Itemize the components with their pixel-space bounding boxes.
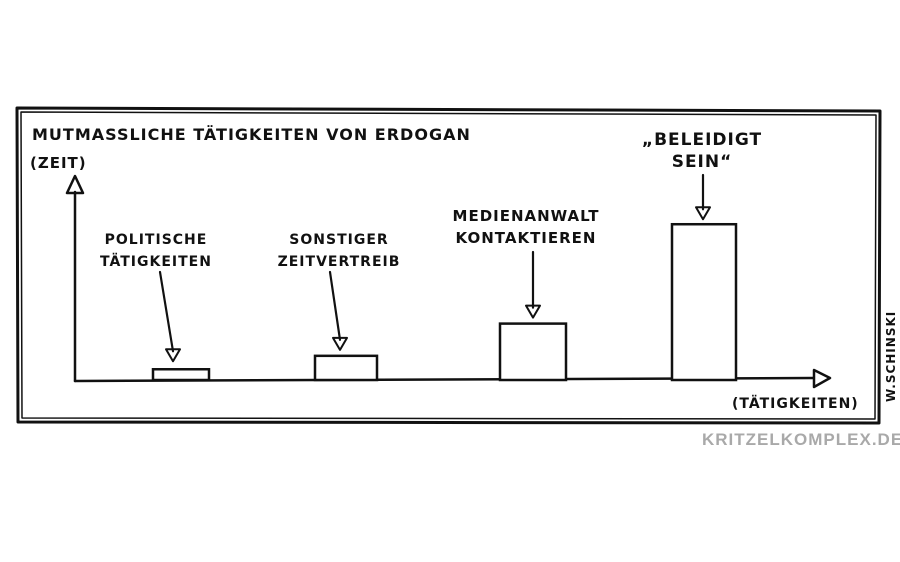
panel-frame-outer <box>15 106 882 425</box>
x-axis-label: (TÄTIGKEITEN) <box>732 395 859 412</box>
category-label-3-line-1: MEDIENANWALT <box>453 207 600 225</box>
pointer-arrowhead-2 <box>332 336 348 351</box>
pointer-arrow-2 <box>328 270 342 341</box>
panel-frame-inner <box>20 111 877 420</box>
bars-layer <box>151 222 738 382</box>
category-label-3-line-2: KONTAKTIEREN <box>456 229 597 247</box>
bar-3 <box>498 322 568 382</box>
pointer-arrowhead-1 <box>165 348 181 363</box>
site-watermark: KRITZELKOMPLEX.DE <box>702 430 900 449</box>
category-labels-layer: POLITISCHE TÄTIGKEITEN SONSTIGER ZEITVERTRE… <box>100 130 762 270</box>
category-label-1-line-1: POLITISCHE <box>105 232 208 248</box>
bar-1 <box>151 368 211 382</box>
pointer-arrowhead-3 <box>525 304 541 319</box>
y-axis-label: (ZEIT) <box>30 154 87 172</box>
bar-2 <box>313 354 379 382</box>
x-axis-arrowhead <box>812 368 832 389</box>
pointer-arrow-1 <box>158 270 175 353</box>
chart-title: MUTMASSLICHE TÄTIGKEITEN VON ERDOGAN <box>32 125 471 144</box>
pointer-arrows-layer <box>158 173 711 363</box>
category-label-4-line-1: „BELEIDIGT <box>642 130 762 150</box>
pointer-arrowhead-4 <box>695 206 711 221</box>
category-label-2-line-1: SONSTIGER <box>289 232 388 248</box>
category-label-1-line-2: TÄTIGKEITEN <box>100 253 212 270</box>
bar-4 <box>670 222 738 382</box>
category-label-4-line-2: SEIN“ <box>672 152 733 172</box>
artist-signature: W.SCHINSKI <box>884 311 898 402</box>
category-label-2-line-2: ZEITVERTREIB <box>278 254 401 270</box>
y-axis-arrowhead <box>65 174 85 195</box>
